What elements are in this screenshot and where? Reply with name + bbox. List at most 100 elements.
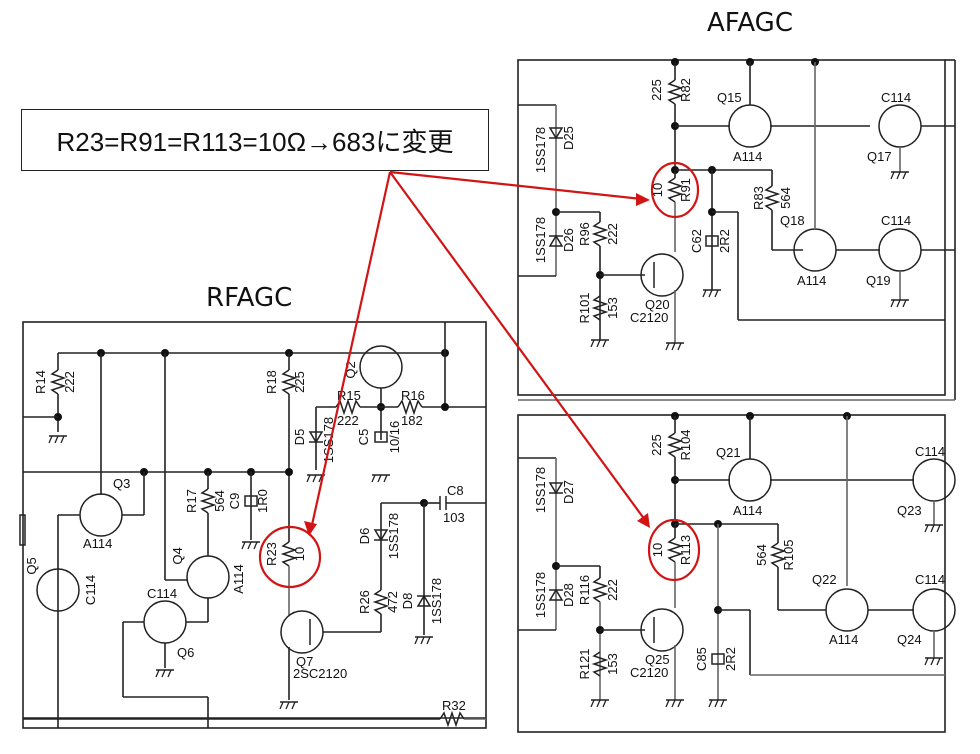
label-R83-value: 564	[778, 187, 793, 209]
label-R113-ref: R113	[678, 535, 693, 565]
label-Q6-ref: Q6	[177, 645, 194, 660]
label-D26-value: 1SS178	[533, 217, 548, 263]
highlight-R91	[650, 161, 700, 219]
resistor-R26	[372, 589, 390, 615]
resistor-R23	[280, 541, 298, 567]
label-Q15-ref: Q15	[717, 90, 742, 105]
label-C9-ref: C9	[227, 493, 242, 510]
label-D8-value: 1SS178	[429, 578, 444, 624]
label-D27-ref: D27	[561, 480, 576, 504]
label-Q20-value: C2120	[630, 310, 668, 325]
label-Q3-ref: Q3	[113, 476, 130, 491]
arrow-head-R113	[637, 513, 650, 528]
label-R116-value: 222	[605, 579, 620, 601]
label-Q18-value: A114	[797, 273, 826, 288]
label-Q3-value: A114	[83, 536, 112, 551]
label-Q21-value: A114	[733, 503, 762, 518]
transistor-Q23	[912, 458, 956, 502]
transistor-Q7	[280, 610, 324, 654]
label-Q23-ref: Q23	[897, 503, 922, 518]
label-Q20-ref: Q20	[645, 297, 670, 312]
label-Q22-value: A114	[829, 632, 858, 647]
transistor-Q6	[143, 600, 187, 644]
label-R26-value: 472	[385, 591, 400, 613]
label-D28-value: 1SS178	[533, 572, 548, 618]
label-Q4-value: A114	[231, 564, 246, 593]
diode-D28	[548, 588, 564, 601]
label-R26-ref: R26	[357, 590, 372, 614]
label-C85-ref: C85	[694, 647, 709, 671]
diode-D5	[308, 431, 324, 444]
transistor-Q3	[79, 493, 123, 537]
label-D27-value: 1SS178	[533, 467, 548, 513]
label-Q21-ref: Q21	[716, 445, 741, 460]
arrow-to-R113	[389, 171, 646, 521]
transistor-Q4	[186, 555, 230, 599]
label-Q4-ref: Q4	[170, 547, 185, 564]
resistor-R121	[591, 651, 609, 677]
capacitor-C5	[374, 431, 388, 443]
label-R23-value: 10	[292, 547, 307, 561]
resistor-R83	[763, 185, 781, 211]
highlight-R23	[258, 525, 322, 589]
capacitor-C9	[244, 495, 258, 507]
label-R101-value: 153	[605, 297, 620, 319]
label-D6-value: 1SS178	[386, 513, 401, 559]
transistor-Q21	[728, 458, 772, 502]
resistor-R18	[280, 369, 298, 395]
label-R82-value: 225	[649, 79, 664, 101]
label-Q5-ref: Q5	[24, 557, 39, 574]
label-Q19-value: C114	[881, 213, 911, 228]
label-Q15-value: A114	[733, 149, 762, 164]
transistor-Q19	[878, 228, 922, 272]
label-R91-value: 10	[650, 183, 665, 197]
arrow-to-R91	[389, 170, 643, 201]
label-D5-ref: D5	[292, 429, 307, 446]
label-R14-ref: R14	[33, 370, 48, 394]
arrow-to-R23	[310, 171, 392, 526]
label-Q23-value: C114	[915, 444, 945, 459]
label-C8-value: 103	[443, 510, 465, 525]
diode-D6	[373, 529, 389, 542]
label-C62-value: 2R2	[717, 229, 732, 253]
resistor-R105	[769, 542, 787, 568]
resistor-R91	[666, 177, 684, 203]
label-R17-ref: R17	[184, 489, 199, 513]
afagc-upper-block	[517, 58, 956, 401]
label-D25-value: 1SS178	[533, 127, 548, 173]
afagc-upper-frame	[517, 59, 946, 396]
label-R105-ref: R105	[781, 539, 796, 570]
label-R18-ref: R18	[264, 370, 279, 394]
label-C9-value: 1R0	[255, 489, 270, 513]
label-Q17-ref: Q17	[867, 149, 892, 164]
component-labels: 225 R82 Q15 A114 C114 Q17 10 R91 R83 564…	[24, 78, 945, 713]
transistor-Q5	[36, 568, 80, 612]
rfagc-block	[19, 321, 487, 729]
label-Q17-value: C114	[881, 90, 911, 105]
label-Q25-ref: Q25	[645, 652, 670, 667]
label-R18-value: 225	[292, 371, 307, 393]
label-C8-ref: C8	[447, 483, 464, 498]
resistor-R16	[397, 398, 423, 416]
label-R96-value: 222	[605, 223, 620, 245]
label-Q25-value: C2120	[630, 665, 668, 680]
label-R15-ref: R15	[337, 388, 361, 403]
label-Q7-ref: Q7	[296, 654, 313, 669]
capacitor-C85	[711, 653, 725, 665]
rfagc-title: RFAGC	[206, 283, 293, 313]
resistor-R113	[666, 537, 684, 563]
label-R32-ref: R32	[442, 698, 466, 713]
resistor-R116	[591, 577, 609, 603]
afagc-lower-block	[517, 412, 956, 733]
resistor-R104	[666, 432, 684, 458]
label-C5-value: 10/16	[387, 421, 402, 454]
afagc-title: AFAGC	[707, 8, 793, 38]
label-R83-ref: R83	[751, 186, 766, 210]
label-R121-ref: R121	[577, 648, 592, 679]
resistor-R101	[591, 295, 609, 321]
label-R113-value: 10	[650, 543, 665, 557]
label-R82-ref: R82	[678, 78, 693, 102]
label-Q24-ref: Q24	[897, 632, 922, 647]
label-R17-value: 564	[212, 490, 227, 512]
